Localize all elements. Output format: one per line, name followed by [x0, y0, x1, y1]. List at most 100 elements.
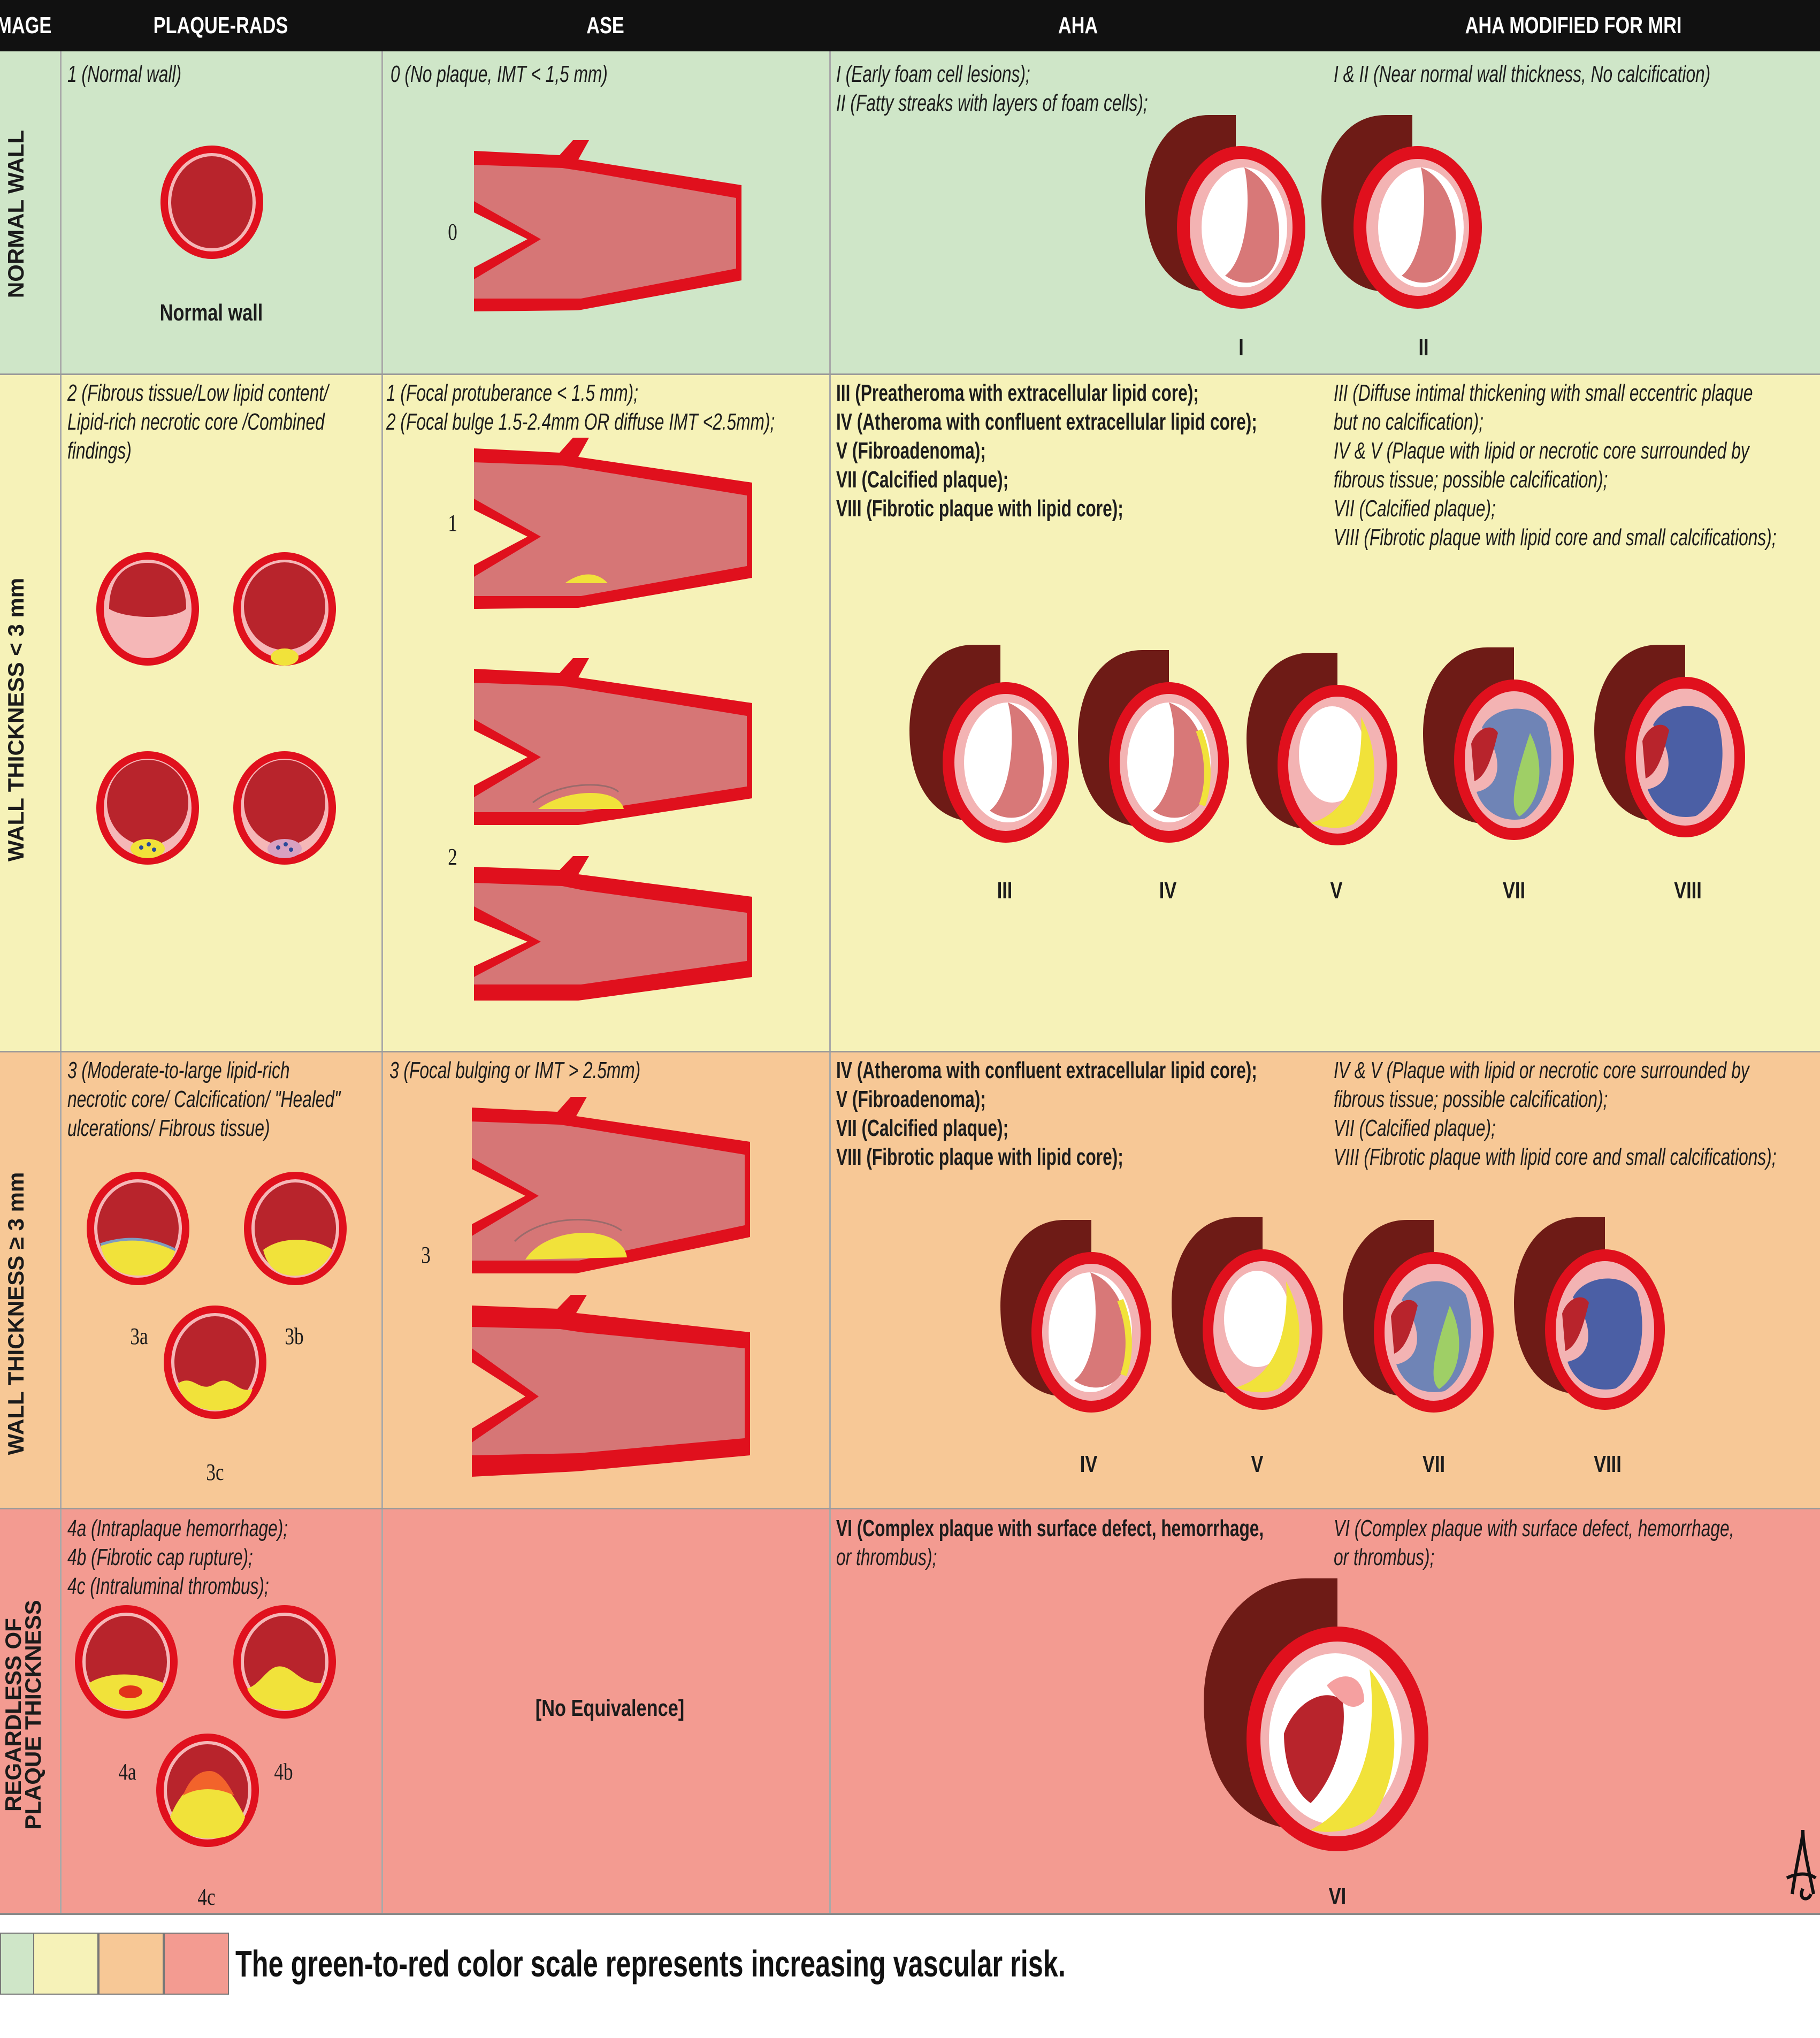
normal-wall-caption: Normal wall [159, 300, 263, 326]
plaque-rads-label-3b: 3b [285, 1323, 304, 1349]
plaque-rads-label-3c: 3c [206, 1459, 224, 1485]
plaque-rads-2-cross-section [233, 552, 336, 666]
aha-viii-text: VIII (Fibrotic plaque with lipid core); [836, 495, 1123, 522]
aha-thick-iv-text: IV (Atheroma with confluent extracellula… [836, 1057, 1257, 1083]
aha-vi-line-1: VI (Complex plaque with surface defect, … [836, 1515, 1264, 1541]
plaque-rads-3-line-1: 3 (Moderate-to-large lipid-rich [67, 1057, 290, 1083]
aha-mri-thick-line-1: IV & V (Plaque with lipid or necrotic co… [1334, 1057, 1749, 1083]
ase-0-marker: 0 [448, 219, 457, 245]
aha-vessel-iv [1078, 650, 1229, 843]
artery-bifurcation-3a [472, 1097, 750, 1273]
aha-vessel-v [1247, 653, 1397, 845]
aha-vii-text: VII (Calcified plaque); [836, 467, 1009, 493]
aha-vessel-i [1145, 115, 1305, 309]
plaque-rads-label-4c: 4c [197, 1884, 216, 1910]
aha-mri-vi-line-2: or thrombus); [1334, 1544, 1435, 1570]
column-divider [381, 51, 383, 1913]
side-label-wall-thick: WALL THICKNESS ≥ 3 mm [3, 1172, 28, 1455]
aha-vessel-viii [1594, 645, 1745, 837]
artery-bifurcation-0 [474, 140, 741, 311]
plaque-rads-3a-cross-section [87, 1172, 189, 1285]
plaque-rads-4a-cross-section [75, 1605, 178, 1719]
aha-thick-vii-text: VII (Calcified plaque); [836, 1115, 1009, 1141]
ase-1-text: 1 (Focal protuberance < 1.5 mm); [386, 380, 639, 406]
plaque-rads-4c-cross-section [156, 1734, 259, 1847]
aha-thick-vessel-iv [1000, 1220, 1151, 1413]
aha-label-iii: III [997, 877, 1013, 904]
row-band-normal-wall [0, 51, 1820, 375]
aha-label-i: I [1238, 334, 1244, 361]
header-aha: AHA [1058, 12, 1098, 39]
legend-swatch-red [164, 1933, 229, 1995]
header-stage: IMAGE [0, 12, 52, 39]
aha-thick-viii-text: VIII (Fibrotic plaque with lipid core); [836, 1144, 1123, 1170]
aha-label-vii: VII [1503, 877, 1525, 904]
aha-vessel-vi [1204, 1578, 1428, 1851]
row-divider [0, 373, 1820, 375]
header-aha-mri: AHA MODIFIED FOR MRI [1465, 12, 1682, 39]
row-divider [0, 1051, 1820, 1052]
aha-mri-thick-line-2: fibrous tissue; possible calcification); [1334, 1086, 1608, 1112]
aha-thick-v-text: V (Fibroadenoma); [836, 1086, 986, 1112]
aha-vi-line-2: or thrombus); [836, 1544, 937, 1570]
aha-mri-thin-line-4: fibrous tissue; possible calcification); [1334, 467, 1608, 493]
plaque-rads-4b-text: 4b (Fibrotic cap rupture); [67, 1544, 253, 1570]
legend-swatch-orange [98, 1933, 164, 1995]
aha-thick-vessel-viii [1514, 1217, 1665, 1410]
table-header: IMAGE PLAQUE-RADS ASE AHA AHA MODIFIED F… [0, 0, 1820, 51]
plaque-rads-4b-cross-section [233, 1605, 336, 1719]
plaque-rads-3b-cross-section [244, 1172, 347, 1285]
aha-thick-label-viii: VIII [1594, 1451, 1622, 1477]
artery-bifurcation-2a [474, 658, 752, 825]
plaque-rads-2-cross-section [96, 552, 199, 666]
aha-v-text: V (Fibroadenoma); [836, 438, 986, 464]
aha-mri-vessel-ii [1321, 115, 1482, 309]
aha-thick-vessel-vii [1343, 1220, 1494, 1413]
aha-ii-text: II (Fatty streaks with layers of foam ce… [836, 90, 1148, 116]
ase-1-marker: 1 [448, 510, 457, 536]
column-divider [829, 51, 831, 1913]
aha-thick-label-vii: VII [1423, 1451, 1445, 1477]
legend-text: The green-to-red color scale represents … [235, 1943, 1066, 1984]
ase-3-text: 3 (Focal bulging or IMT > 2.5mm) [389, 1057, 641, 1083]
ase-3-marker: 3 [421, 1242, 431, 1268]
aha-label-iv: IV [1159, 877, 1177, 904]
aha-mri-thick-line-3: VII (Calcified plaque); [1334, 1115, 1496, 1141]
aha-label-vi: VI [1328, 1883, 1347, 1910]
plaque-rads-3c-cross-section [164, 1306, 266, 1419]
ase-2-text: 2 (Focal bulge 1.5-2.4mm OR diffuse IMT … [386, 409, 775, 435]
ase-0-text: 0 (No plaque, IMT < 1,5 mm) [391, 61, 608, 87]
plaque-rads-label-4a: 4a [118, 1759, 136, 1785]
aha-iv-text: IV (Atheroma with confluent extracellula… [836, 409, 1257, 435]
aha-mri-thin-line-5: VII (Calcified plaque); [1334, 495, 1496, 522]
artery-bifurcation-3b [472, 1295, 750, 1477]
plaque-rads-2-line-2: Lipid-rich necrotic core /Combined [67, 409, 325, 435]
aha-mri-thick-line-4: VIII (Fibrotic plaque with lipid core an… [1334, 1144, 1777, 1170]
row-divider [0, 1913, 1820, 1915]
aha-mri-thin-line-2: but no calcification); [1334, 409, 1483, 435]
aha-thick-label-iv: IV [1080, 1451, 1098, 1477]
header-ase: ASE [586, 12, 624, 39]
column-divider [60, 51, 62, 1913]
aha-i-text: I (Early foam cell lesions); [836, 61, 1030, 87]
plaque-rads-2-cross-section [233, 751, 336, 865]
artist-signature-icon [1786, 1829, 1817, 1900]
normal-wall-cross-section [160, 146, 263, 259]
side-label-normal-wall: NORMAL WALL [3, 129, 28, 299]
plaque-rads-label-3a: 3a [130, 1323, 148, 1349]
aha-vessel-vii [1423, 647, 1574, 840]
row-divider [0, 1508, 1820, 1509]
plaque-rads-3-line-2: necrotic core/ Calcification/ "Healed" [67, 1086, 341, 1112]
aha-mri-vi-line-1: VI (Complex plaque with surface defect, … [1334, 1515, 1734, 1541]
side-label-complex-2: PLAQUE THICKNESS [20, 1600, 45, 1830]
aha-label-ii: II [1418, 334, 1429, 361]
aha-vessel-iii [909, 645, 1069, 843]
aha-thick-label-v: V [1251, 1451, 1264, 1477]
plaque-rads-label-4b: 4b [274, 1759, 293, 1785]
ase-no-equivalence: [No Equivalence] [535, 1695, 685, 1721]
ase-2-marker: 2 [448, 844, 457, 870]
header-plaque-rads: PLAQUE-RADS [153, 12, 288, 39]
plaque-rads-3-line-3: ulcerations/ Fibrous tissue) [67, 1115, 270, 1141]
aha-iii-text: III (Preatheroma with extracellular lipi… [836, 380, 1199, 406]
